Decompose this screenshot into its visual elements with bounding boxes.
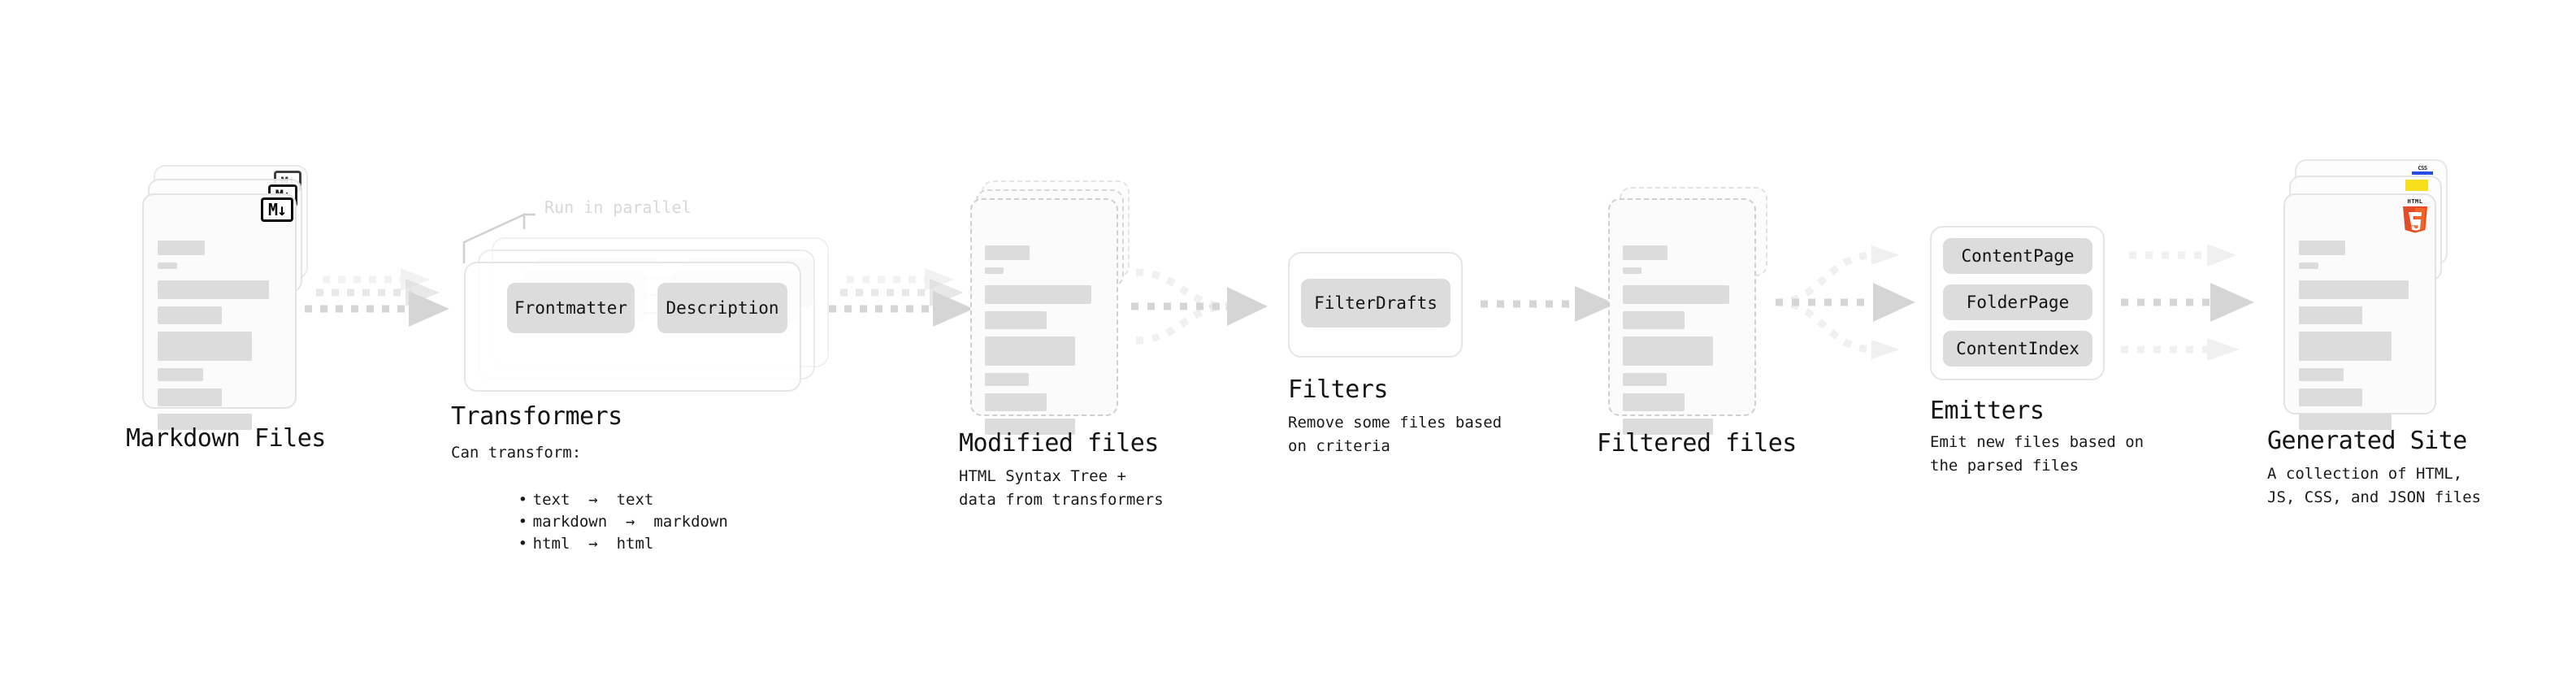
stage-markdown-files: M↓ M↓ M↓ Markdown Files <box>126 0 345 681</box>
connector-md-to-transformers <box>305 268 449 327</box>
connector-emitters-to-site <box>2121 244 2254 361</box>
chip-label: Frontmatter <box>514 298 628 318</box>
filter-chip-filterdrafts[interactable]: FilterDrafts <box>1301 279 1451 327</box>
card-bars <box>157 241 282 437</box>
card-bars <box>985 245 1104 442</box>
stage-label-markdown-files: Markdown Files <box>126 424 326 453</box>
chip-label: FolderPage <box>1966 293 2070 312</box>
connector-transformers-to-modified <box>829 268 974 327</box>
connector-modified-to-filters <box>1131 268 1268 345</box>
stage-label-transformers: Transformers <box>451 402 622 431</box>
svg-text:HTML: HTML <box>2408 198 2423 205</box>
stage-modified-files: Modified files HTML Syntax Tree + data f… <box>959 0 1186 681</box>
modified-files-sublabel: HTML Syntax Tree + data from transformer… <box>959 467 1164 509</box>
chip-label: ContentPage <box>1961 246 2075 266</box>
chip-label: Description <box>666 298 779 318</box>
stage-label-filters: Filters <box>1288 375 1388 404</box>
stage-emitters: ContentPage FolderPage ContentIndex Emit… <box>1930 0 2174 681</box>
transformers-bullet-1: •markdown → markdown <box>518 513 728 531</box>
emitter-chip-contentindex[interactable]: ContentIndex <box>1943 331 2092 367</box>
stage-generated-site: CSS HTML Generated Site A <box>2267 0 2535 681</box>
emitters-sublabel: Emit new files based on the parsed files <box>1930 433 2144 475</box>
emitter-chip-folderpage[interactable]: FolderPage <box>1943 284 2092 320</box>
modified-card-front <box>970 198 1118 435</box>
markdown-card-front <box>142 193 297 430</box>
transformer-chip-frontmatter[interactable]: Frontmatter <box>507 283 635 333</box>
filters-sublabel: Remove some files based on criteria <box>1288 414 1503 455</box>
stage-filters: FilterDrafts Filters Remove some files b… <box>1288 0 1532 681</box>
transformers-bullet-0: •text → text <box>518 491 654 509</box>
stage-label-emitters: Emitters <box>1930 397 2045 425</box>
chip-label: ContentIndex <box>1956 339 2079 358</box>
stage-filtered-files: Filtered files <box>1597 0 1824 681</box>
run-in-parallel-label: Run in parallel <box>544 197 692 217</box>
markdown-badge: M↓ <box>261 197 293 222</box>
card-bars <box>1623 245 1741 442</box>
stage-label-generated-site: Generated Site <box>2267 427 2467 455</box>
transformers-bullet-2: •html → html <box>518 535 654 553</box>
card-bars <box>2298 241 2422 437</box>
generated-site-sublabel: A collection of HTML, JS, CSS, and JSON … <box>2267 465 2482 506</box>
transformers-sublabel: Can transform: <box>451 444 582 462</box>
transformer-chip-description[interactable]: Description <box>657 283 787 333</box>
stage-transformers: Run in parallel Frontmatter Description … <box>451 0 841 681</box>
stage-label-filtered-files: Filtered files <box>1597 429 1797 458</box>
html5-badge: HTML <box>2403 198 2427 233</box>
filtered-card-front <box>1608 198 1756 435</box>
connector-filters-to-filtered <box>1481 286 1615 322</box>
javascript-badge <box>2405 180 2428 191</box>
chip-label: FilterDrafts <box>1314 293 1438 313</box>
connector-filtered-to-emitters <box>1775 245 1915 359</box>
stage-label-modified-files: Modified files <box>959 429 1159 458</box>
run-in-parallel-bracket <box>462 213 536 263</box>
emitter-chip-contentpage[interactable]: ContentPage <box>1943 238 2092 274</box>
css3-badge: CSS <box>2412 165 2433 176</box>
